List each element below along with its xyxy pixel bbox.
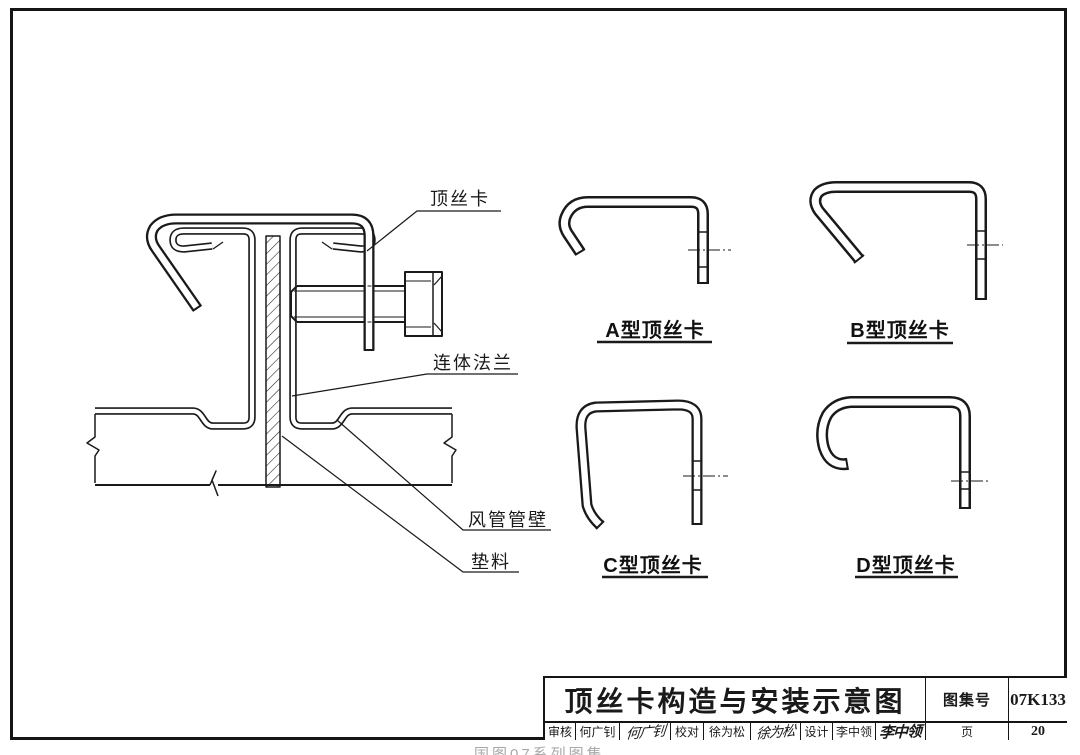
design-signature-cell: 李中领 bbox=[875, 723, 925, 742]
review-signature-cell: 何广钊 bbox=[619, 722, 670, 741]
label-type-b: B型顶丝卡 bbox=[850, 320, 950, 342]
page-label: 页 bbox=[925, 723, 1008, 740]
right-break-mark bbox=[443, 414, 457, 483]
top-screw-clamp-section bbox=[145, 213, 378, 351]
review-name: 何广钊 bbox=[575, 723, 619, 740]
proof-signature: 徐为松 bbox=[755, 721, 796, 742]
watermark-text: 国图07系列图集 bbox=[474, 746, 605, 755]
label-type-d: D型顶丝卡 bbox=[856, 555, 956, 577]
design-signature: 李中领 bbox=[879, 723, 922, 742]
main-detail-drawing bbox=[86, 210, 551, 573]
design-label: 设计 bbox=[800, 723, 832, 740]
leader-lines bbox=[281, 210, 551, 573]
atlas-number-value: 07K133 bbox=[1008, 678, 1067, 721]
page-number: 20 bbox=[1008, 723, 1067, 740]
label-type-a: A型顶丝卡 bbox=[605, 320, 705, 342]
proof-name: 徐为松 bbox=[703, 723, 750, 740]
label-top-screw-clamp: 顶丝卡 bbox=[430, 189, 490, 209]
clamp-type-d-drawing bbox=[816, 396, 991, 579]
label-type-c: C型顶丝卡 bbox=[603, 555, 703, 577]
clamp-type-c-drawing bbox=[575, 399, 728, 579]
review-signature: 何广钊 bbox=[624, 721, 666, 742]
set-screw-bolt bbox=[290, 271, 443, 337]
label-connected-flange: 连体法兰 bbox=[433, 353, 513, 373]
title-block-top-row: 顶丝卡构造与安装示意图 图集号 07K133 bbox=[545, 678, 1067, 723]
gasket-strip bbox=[265, 235, 281, 488]
duct-bottom-line bbox=[95, 470, 452, 497]
title-block: 顶丝卡构造与安装示意图 图集号 07K133 审核 何广钊 何广钊 校对 徐为松… bbox=[543, 676, 1067, 742]
proof-signature-cell: 徐为松 bbox=[750, 722, 800, 741]
clamp-type-a-drawing bbox=[558, 196, 731, 344]
clamp-type-b-drawing bbox=[809, 181, 1003, 345]
atlas-number-label: 图集号 bbox=[925, 678, 1008, 721]
design-name: 李中领 bbox=[832, 723, 875, 740]
proof-label: 校对 bbox=[670, 723, 703, 740]
label-duct-wall: 风管管壁 bbox=[468, 510, 548, 530]
page-border bbox=[10, 8, 1067, 740]
review-label: 审核 bbox=[547, 725, 572, 739]
left-break-mark bbox=[86, 414, 100, 483]
left-flange-sheet bbox=[95, 227, 256, 430]
title-block-signature-row: 审核 何广钊 何广钊 校对 徐为松 徐为松 设计 李中领 李中领 页 20 bbox=[545, 722, 1067, 742]
sheet-title: 顶丝卡构造与安装示意图 bbox=[564, 685, 906, 717]
label-gasket: 垫料 bbox=[471, 552, 511, 572]
